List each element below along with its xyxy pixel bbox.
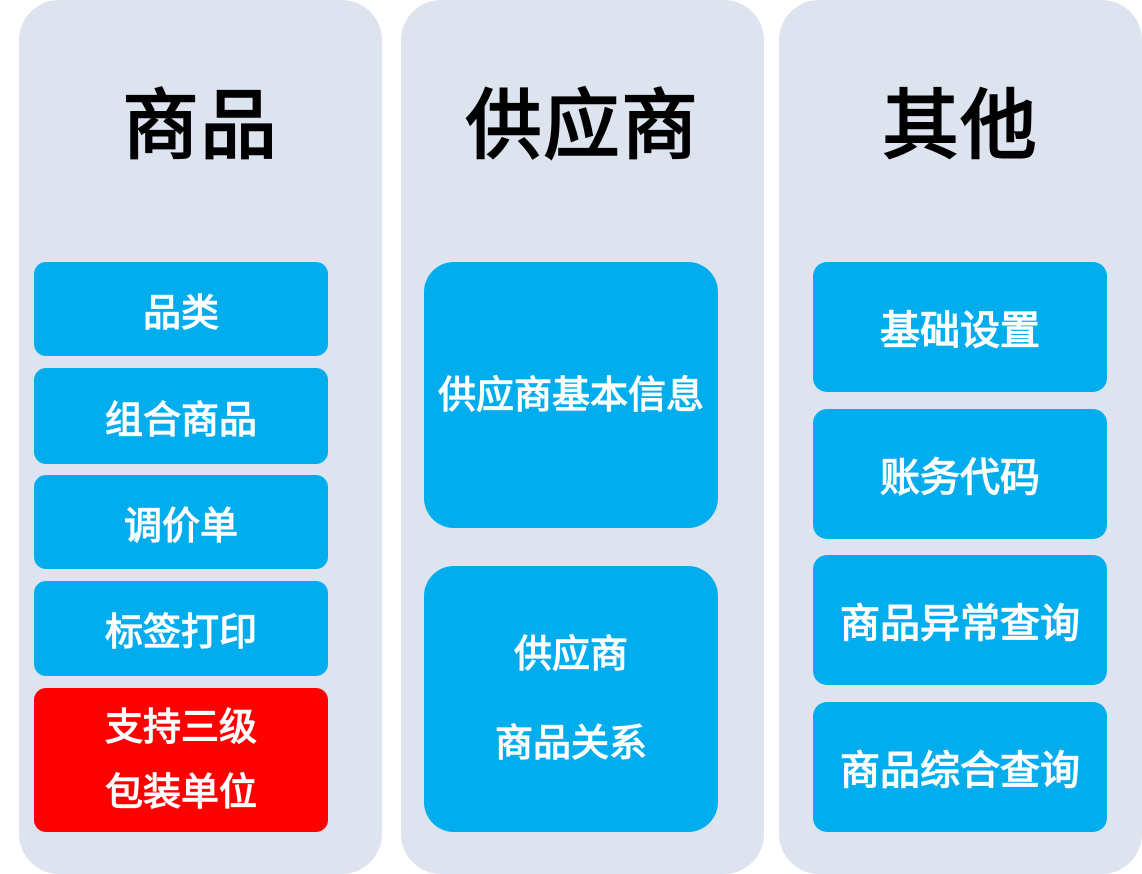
panel-supplier: 供应商 供应商基本信息 供应商 商品关系	[401, 0, 764, 874]
panel-other: 其他 基础设置 账务代码 商品异常查询 商品综合查询	[779, 0, 1142, 874]
tile-combo-product[interactable]: 组合商品	[34, 368, 328, 464]
tile-label-line-1: 支持三级	[104, 705, 257, 750]
tile-label: 品类	[142, 290, 219, 335]
tile-basic-settings[interactable]: 基础设置	[813, 262, 1107, 392]
tile-supplier-basic-info[interactable]: 供应商基本信息	[424, 262, 718, 528]
tile-label: 基础设置	[880, 308, 1040, 354]
panel-title-supplier: 供应商	[465, 81, 700, 170]
tile-price-adjustment[interactable]: 调价单	[34, 475, 328, 569]
tile-label: 账务代码	[880, 455, 1040, 501]
tile-three-level-packaging[interactable]: 支持三级 包装单位	[34, 688, 328, 832]
tile-label-line-2: 商品关系	[494, 721, 647, 765]
tile-supplier-product-relation[interactable]: 供应商 商品关系	[424, 566, 718, 832]
tile-product-exception-query[interactable]: 商品异常查询	[813, 555, 1107, 685]
tile-label: 商品综合查询	[840, 748, 1080, 794]
tile-label-printing[interactable]: 标签打印	[34, 581, 328, 676]
tile-label: 标签打印	[104, 610, 257, 654]
tile-label: 调价单	[123, 503, 238, 548]
tile-account-code[interactable]: 账务代码	[813, 409, 1107, 539]
tile-label-line-2: 包装单位	[104, 770, 257, 814]
panel-product: 商品 品类 组合商品 调价单 标签打印 支持三级 包装单位	[19, 0, 382, 874]
tile-label-line-1: 供应商	[513, 631, 628, 676]
tile-label: 商品异常查询	[840, 601, 1080, 647]
tile-label: 供应商基本信息	[437, 372, 704, 417]
tile-product-comprehensive-query[interactable]: 商品综合查询	[813, 702, 1107, 832]
panel-title-other: 其他	[882, 81, 1039, 170]
panel-title-product: 商品	[122, 81, 279, 170]
tile-label: 组合商品	[104, 397, 257, 442]
tile-category[interactable]: 品类	[34, 262, 328, 356]
